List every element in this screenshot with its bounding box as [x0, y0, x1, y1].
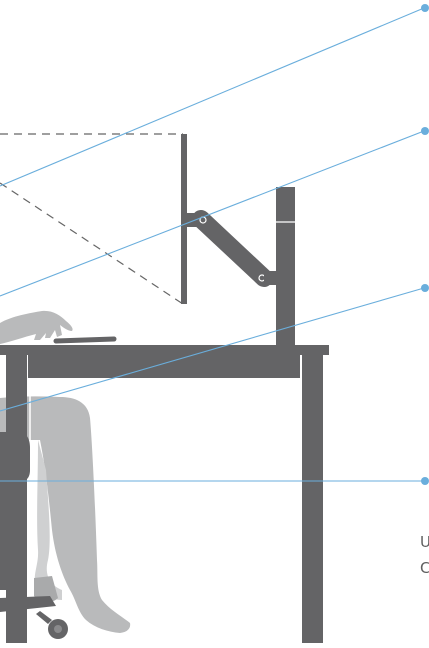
seated-person	[0, 310, 131, 633]
callout-line-2	[0, 130, 425, 297]
callout-line-3	[0, 287, 425, 412]
keyboard-body	[53, 336, 117, 344]
desk-top	[0, 345, 329, 355]
desk-apron	[28, 355, 300, 378]
arm-pole	[276, 187, 295, 346]
cropped-label-line-2: C	[420, 559, 429, 577]
callout-lines	[0, 7, 425, 482]
monitor-screen	[181, 134, 187, 304]
desk-leg-right	[302, 355, 323, 643]
arm-segment	[192, 210, 273, 287]
person-leg-near	[0, 396, 131, 633]
callout-dot-3	[421, 284, 429, 292]
person-shoe	[34, 576, 58, 603]
chair-seat	[0, 432, 30, 482]
person-arm-hand	[0, 310, 73, 344]
chair-caster-arm	[36, 611, 52, 624]
arm-pole-bracket	[264, 271, 278, 285]
angled-sightline	[0, 182, 184, 305]
keyboard	[53, 336, 117, 344]
monitor-arm	[192, 187, 295, 346]
eye-sightline	[0, 133, 184, 305]
callout-dot-1	[421, 4, 429, 12]
chair	[0, 432, 68, 639]
chair-post	[0, 470, 6, 590]
chair-caster-hub	[54, 625, 62, 633]
callout-dot-4	[421, 477, 429, 485]
callout-line-1	[0, 7, 425, 187]
callout-markers	[421, 4, 429, 485]
chair-base	[0, 596, 56, 612]
callout-dot-2	[421, 127, 429, 135]
desk-leg-left	[6, 355, 27, 643]
person-leg-far	[34, 440, 62, 600]
desk	[0, 345, 329, 643]
cropped-label-line-1: U	[420, 533, 429, 551]
